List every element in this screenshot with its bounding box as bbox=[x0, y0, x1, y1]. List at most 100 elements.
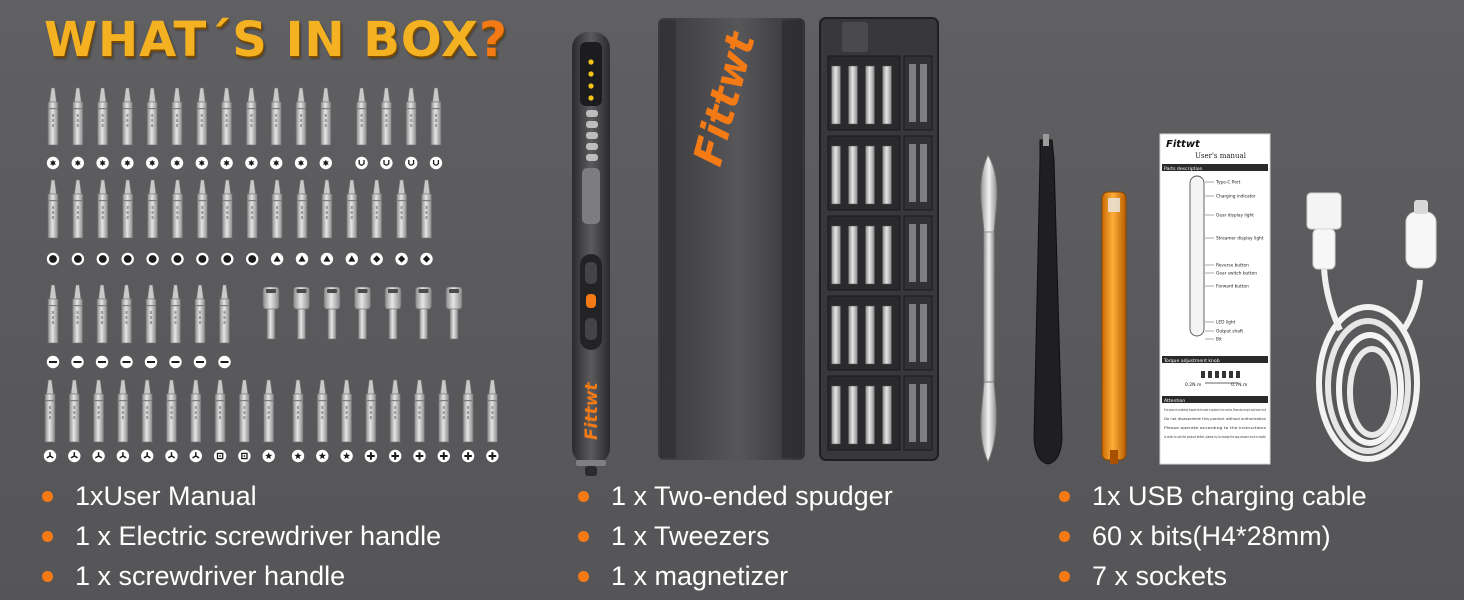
screwdriver-bit bbox=[47, 87, 59, 146]
bullet-dot-icon bbox=[578, 530, 589, 542]
bullet-item: 60 x bits(H4*28mm) bbox=[1059, 516, 1367, 556]
stored-bit bbox=[831, 65, 841, 125]
bit-type-slot-icon bbox=[169, 355, 182, 369]
bit-type-circle-icon bbox=[71, 252, 85, 266]
screwdriver-bit bbox=[190, 379, 202, 443]
socket-bit bbox=[384, 286, 402, 340]
bit-type-circle-icon bbox=[121, 252, 134, 266]
bullet-dot-icon bbox=[42, 530, 53, 542]
bit-type-u-icon bbox=[355, 156, 368, 170]
bit-organizer bbox=[819, 17, 939, 461]
bit-type-circle-icon bbox=[96, 252, 110, 266]
bullet-text: 1 x Tweezers bbox=[611, 520, 770, 551]
stored-bit bbox=[909, 304, 916, 362]
screwdriver-bit bbox=[96, 284, 108, 344]
screwdriver-bit bbox=[93, 379, 104, 443]
bit-type-torx-icon bbox=[121, 156, 134, 170]
screwdriver-bit bbox=[239, 379, 250, 443]
driver-collar bbox=[576, 460, 606, 466]
screwdriver-bit bbox=[69, 379, 80, 443]
screwdriver-bit bbox=[263, 379, 275, 443]
bit-type-u-icon bbox=[405, 156, 418, 170]
bit-type-triangle-icon bbox=[345, 252, 358, 266]
torque-scale bbox=[1201, 371, 1240, 384]
organizer-side-compartment bbox=[903, 55, 933, 131]
manual-part-label: Forward button bbox=[1216, 284, 1249, 290]
stored-bit bbox=[865, 385, 875, 445]
bit-type-slot-icon bbox=[95, 355, 109, 369]
screwdriver-bit bbox=[72, 179, 84, 239]
bit-type-tri-wing-icon bbox=[68, 449, 81, 463]
bullet-text: 7 x sockets bbox=[1092, 560, 1228, 591]
usb-charging-cable bbox=[1306, 192, 1437, 462]
heading: WHAT´S IN BOX? bbox=[44, 12, 508, 68]
bit-type-diamond-icon bbox=[395, 252, 408, 266]
manual-note: Do not disassemble this product without … bbox=[1164, 417, 1266, 421]
screwdriver-bit bbox=[121, 284, 132, 344]
bit-type-diamond-icon bbox=[370, 252, 383, 266]
manual-driver-drawing bbox=[1189, 175, 1205, 337]
bullet-dot-icon bbox=[578, 490, 589, 502]
bit-type-triangle-icon bbox=[270, 252, 284, 266]
stored-bit bbox=[882, 305, 892, 365]
bullet-text: 1 x Electric screwdriver handle bbox=[75, 520, 442, 551]
bit-set bbox=[43, 87, 499, 463]
screwdriver-bit bbox=[170, 284, 181, 344]
screwdriver-bit bbox=[47, 284, 59, 344]
stored-bit bbox=[909, 384, 916, 442]
bullet-list: 1 x Two-ended spudger 1 x Tweezers 1 x mag… bbox=[578, 476, 893, 596]
bit-type-circle-icon bbox=[171, 252, 184, 266]
bullet-dot-icon bbox=[42, 570, 53, 582]
bit-type-tri-wing-icon bbox=[116, 449, 130, 463]
organizer-side-compartment bbox=[903, 135, 933, 211]
screwdriver-bit bbox=[117, 379, 129, 443]
manual-title: User's manual bbox=[1195, 152, 1247, 160]
screwdriver-bit bbox=[197, 179, 208, 239]
screwdriver-bit bbox=[292, 379, 304, 443]
bullet-item: 1xUser Manual bbox=[42, 476, 441, 516]
bullet-column-2: 1 x Two-ended spudger 1 x Tweezers 1 x mag… bbox=[578, 476, 893, 596]
manual-parts-heading: Parts description bbox=[1164, 166, 1203, 172]
stored-bit bbox=[831, 305, 841, 365]
screwdriver-bit bbox=[146, 87, 158, 146]
bullet-text: 1x USB charging cable bbox=[1092, 480, 1367, 511]
screwdriver-bit bbox=[221, 87, 232, 146]
manual-part-label: Gear display light bbox=[1216, 213, 1254, 219]
bullet-column-3: 1x USB charging cable 60 x bits(H4*28mm) 7… bbox=[1059, 476, 1367, 596]
screwdriver-bit bbox=[371, 179, 383, 239]
screwdriver-bit bbox=[356, 87, 367, 146]
socket-bit bbox=[262, 286, 280, 340]
manual-note: Please operate according to the instruct… bbox=[1164, 426, 1266, 430]
usb-a-plug bbox=[1306, 192, 1342, 230]
bit-type-slot-icon bbox=[193, 355, 207, 369]
manual-page bbox=[1159, 133, 1271, 465]
bullet-item: 1 x magnetizer bbox=[578, 556, 893, 596]
stored-bit bbox=[848, 305, 858, 365]
bit-type-phillips-icon bbox=[437, 449, 450, 463]
manual-note: In order to use the product better, plea… bbox=[1164, 435, 1266, 439]
bit-type-phillips-icon bbox=[486, 449, 499, 463]
bit-type-torx-icon bbox=[46, 156, 60, 170]
socket-bit bbox=[354, 286, 371, 340]
bullet-text: 1 x screwdriver handle bbox=[75, 560, 346, 591]
screwdriver-bit bbox=[341, 379, 352, 443]
stored-bit bbox=[865, 65, 875, 125]
bit-type-circle-icon bbox=[146, 252, 159, 266]
bullet-list: 1x USB charging cable 60 x bits(H4*28mm) 7… bbox=[1059, 476, 1367, 596]
bullet-text: 1 x Two-ended spudger bbox=[611, 480, 893, 511]
bit-type-tri-wing-icon bbox=[43, 449, 57, 463]
screwdriver-bit bbox=[172, 179, 183, 239]
screwdriver-bit bbox=[214, 379, 226, 443]
stored-bit bbox=[865, 225, 875, 285]
electric-screwdriver-handle: Fittwt bbox=[572, 32, 610, 476]
screwdriver-bit bbox=[438, 379, 450, 443]
stored-bit bbox=[848, 225, 858, 285]
screwdriver-bit bbox=[166, 379, 177, 443]
screwdriver-bit bbox=[147, 179, 158, 239]
bullet-text: 1 x magnetizer bbox=[611, 560, 789, 591]
indicator-light bbox=[588, 83, 594, 89]
bit-type-phillips-icon bbox=[461, 449, 475, 463]
stored-bit bbox=[831, 225, 841, 285]
bullet-item: 1x USB charging cable bbox=[1059, 476, 1367, 516]
manual-brand: Fittwt bbox=[1166, 139, 1201, 150]
